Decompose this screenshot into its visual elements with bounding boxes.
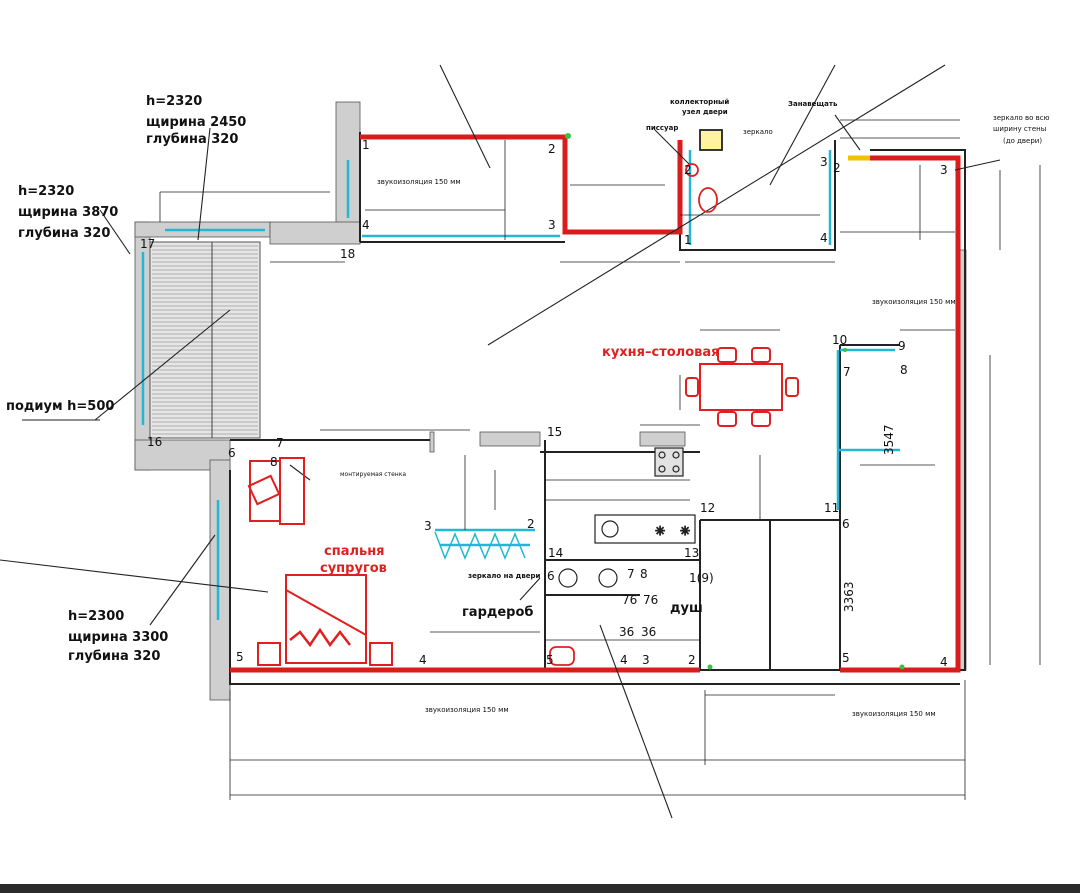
point-number: 3 bbox=[820, 155, 828, 169]
podium-note: подиум h=500 bbox=[6, 399, 114, 414]
bedroom-label-1: спальня bbox=[324, 544, 385, 559]
note-depth: глубина 320 bbox=[68, 649, 160, 664]
bathroom-fixtures bbox=[549, 129, 723, 666]
point-number: 9 bbox=[898, 339, 906, 353]
cyan-partitions bbox=[141, 150, 900, 620]
point-number: 5 bbox=[236, 650, 244, 664]
note-width: щирина 3300 bbox=[68, 630, 168, 645]
point-numbers: 17 16 18 1 2 3 4 2 1 3 4 2 3 10 9 7 8 11… bbox=[140, 138, 948, 669]
mirror-full-label: ширину стены bbox=[993, 125, 1046, 133]
point-number: 7 bbox=[276, 436, 284, 450]
urinal-label: писсуар bbox=[646, 124, 678, 132]
podium-hatching bbox=[149, 241, 261, 439]
bedroom-label-2: супругов bbox=[320, 561, 387, 576]
point-number: 2 bbox=[527, 517, 535, 531]
point-number: 4 bbox=[362, 218, 370, 232]
point-number: 4 bbox=[940, 655, 948, 669]
point-number: 11 bbox=[824, 501, 839, 515]
collector-label: узел двери bbox=[682, 108, 728, 116]
note-height: h=2320 bbox=[146, 94, 202, 109]
point-number: 8 bbox=[270, 455, 278, 469]
point-number: 4 bbox=[419, 653, 427, 667]
curtain-label: Занавещать bbox=[788, 100, 838, 108]
point-number: 2 bbox=[548, 142, 556, 156]
point-number: 3547 bbox=[882, 424, 896, 455]
soundproof-walls bbox=[230, 134, 961, 673]
point-number: 2 bbox=[833, 161, 841, 175]
point-number: 1 bbox=[362, 138, 370, 152]
point-number: 12 bbox=[700, 501, 715, 515]
note-height: h=2300 bbox=[68, 609, 124, 624]
kitchen-table bbox=[685, 347, 799, 427]
point-number: 3 bbox=[424, 519, 432, 533]
note-height: h=2320 bbox=[18, 184, 74, 199]
shower-label: душ bbox=[670, 601, 703, 616]
point-number: 76 bbox=[622, 593, 637, 607]
point-number: 4 bbox=[820, 231, 828, 245]
dimension-lines bbox=[159, 119, 1041, 800]
point-number: 13 bbox=[684, 546, 699, 560]
point-number: 16 bbox=[147, 435, 162, 449]
point-number: 6 bbox=[547, 569, 555, 583]
kitchen-fixtures: ✳ ✳ bbox=[558, 447, 696, 588]
mounted-wall-label: монтируемая стенка bbox=[340, 471, 406, 478]
point-number: 7 bbox=[843, 365, 851, 379]
wardrobe-note-1: h=2320 щирина 3870 глубина 320 bbox=[18, 184, 118, 241]
mirror-label: зеркало bbox=[743, 128, 773, 136]
wardrobe-note-3: h=2300 щирина 3300 глубина 320 bbox=[68, 609, 168, 664]
kitchen-label: кухня–столовая bbox=[602, 345, 719, 360]
wardrobe-room-label: гардероб bbox=[462, 605, 534, 620]
point-number: 36 bbox=[641, 625, 656, 639]
bed bbox=[247, 457, 393, 666]
point-number: 3 bbox=[548, 218, 556, 232]
bottom-bar bbox=[0, 884, 1080, 893]
point-number: 3363 bbox=[842, 581, 856, 612]
markers bbox=[565, 133, 905, 670]
point-number: ✳ bbox=[680, 524, 690, 538]
note-width: щирина 2450 bbox=[146, 115, 246, 130]
point-number: 5 bbox=[842, 651, 850, 665]
note-depth: глубина 320 bbox=[146, 132, 238, 147]
point-number: 4 bbox=[620, 653, 628, 667]
mirror-full-label: (до двери) bbox=[1003, 137, 1042, 145]
soundproof-label: звукоизоляция 150 мм bbox=[377, 178, 461, 186]
point-number: 8 bbox=[640, 567, 648, 581]
point-number: 3 bbox=[642, 653, 650, 667]
point-number: 6 bbox=[842, 517, 850, 531]
note-depth: глубина 320 bbox=[18, 226, 110, 241]
soundproof-label: звукоизоляция 150 мм bbox=[425, 706, 509, 714]
point-number: 18 bbox=[340, 247, 355, 261]
point-number: 7 bbox=[627, 567, 635, 581]
soundproof-label: звукоизоляция 150 мм bbox=[852, 710, 936, 718]
note-width: щирина 3870 bbox=[18, 205, 118, 220]
hangers bbox=[434, 531, 526, 561]
wardrobe-note-2: h=2320 щирина 2450 глубина 320 bbox=[146, 94, 246, 147]
point-number: 1 bbox=[684, 233, 692, 247]
point-number: 2 bbox=[688, 653, 696, 667]
point-number: 6 bbox=[228, 446, 236, 460]
point-number: 76 bbox=[643, 593, 658, 607]
point-number: ✳ bbox=[655, 524, 665, 538]
point-number: 10 bbox=[832, 333, 847, 347]
point-number: 5 bbox=[546, 653, 554, 667]
collector-label: коллекторный bbox=[670, 98, 729, 106]
mirror-full-label: зеркало во всю bbox=[993, 114, 1050, 122]
point-number: 3 bbox=[940, 163, 948, 177]
point-number: 2 bbox=[684, 163, 692, 177]
point-number: 15 bbox=[547, 425, 562, 439]
point-number: 8 bbox=[900, 363, 908, 377]
soundproof-label: звукоизоляция 150 мм bbox=[872, 298, 956, 306]
point-number: 1(9) bbox=[689, 571, 714, 585]
point-number: 14 bbox=[548, 546, 563, 560]
point-number: 36 bbox=[619, 625, 634, 639]
mirror-door-label: зеркало на двери bbox=[468, 572, 541, 580]
point-number: 17 bbox=[140, 237, 155, 251]
